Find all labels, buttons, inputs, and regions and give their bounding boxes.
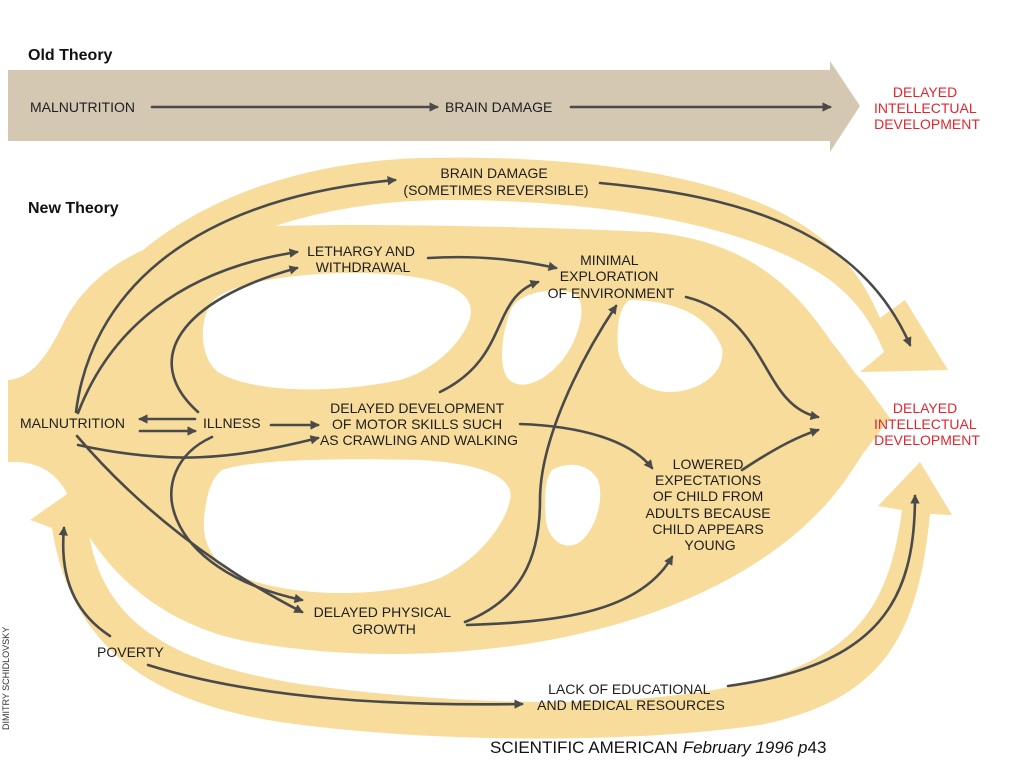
arrow-malnutrition-to-motor	[76, 435, 320, 459]
old-outcome-label: DELAYED INTELLECTUAL DEVELOPMENT	[874, 84, 980, 132]
arrow-expectations-to-outcome	[740, 427, 820, 472]
new-outcome-label: DELAYED INTELLECTUAL DEVELOPMENT	[874, 400, 980, 448]
central-band	[8, 225, 890, 654]
source-publication: SCIENTIFIC AMERICAN	[490, 738, 678, 757]
upper-bypass-band	[70, 157, 948, 372]
brain-damage-label: BRAIN DAMAGE (SOMETIMES REVERSIBLE)	[403, 165, 588, 198]
motor-skills-label: DELAYED DEVELOPMENT OF MOTOR SKILLS SUCH…	[320, 400, 518, 448]
arrow-motor-to-expectations	[518, 422, 654, 470]
arrow-poverty-to-malnutrition	[58, 526, 112, 638]
resources-label: LACK OF EDUCATIONAL AND MEDICAL RESOURCE…	[537, 681, 725, 713]
source-citation: SCIENTIFIC AMERICAN February 1996 p43	[490, 738, 826, 758]
new-theory-bands	[8, 157, 952, 739]
artist-credit: DIMITRY SCHIDLOVSKY	[1, 627, 11, 730]
arrow-malnutrition-to-growth	[75, 434, 304, 614]
arrow-exploration-to-outcome	[684, 295, 820, 421]
arrow-malnutrition-to-lethargy	[76, 248, 299, 415]
malnutrition-label: MALNUTRITION	[20, 415, 125, 431]
arrow-lethargy-to-exploration	[426, 255, 558, 271]
source-page: 43	[807, 738, 827, 757]
arrow-resources-to-outcome	[726, 494, 920, 688]
arrow-growth-to-expectations	[465, 555, 674, 627]
old-brain-damage-label: BRAIN DAMAGE	[445, 99, 552, 115]
source-page-prefix: p	[798, 738, 808, 757]
new-theory-heading: New Theory	[28, 200, 119, 217]
old-malnutrition-label: MALNUTRITION	[30, 99, 135, 115]
arrow-brain-damage-to-outcome	[598, 181, 912, 347]
source-issue: February 1996	[682, 738, 794, 757]
physical-growth-label: DELAYED PHYSICAL GROWTH	[314, 604, 455, 637]
arrow-motor-to-exploration	[438, 279, 540, 394]
arrow-illness-to-lethargy	[170, 265, 299, 414]
new-theory-arrows	[58, 176, 920, 709]
arrow-malnutrition-to-brain-damage	[74, 176, 397, 414]
poverty-label: POVERTY	[97, 644, 164, 660]
arrow-growth-to-exploration	[463, 304, 618, 624]
old-theory-heading: Old Theory	[28, 47, 113, 64]
exploration-label: MINIMAL EXPLORATION OF ENVIRONMENT	[548, 252, 675, 301]
arrow-illness-to-growth	[170, 435, 304, 604]
arrow-poverty-to-resources	[146, 663, 524, 709]
lethargy-label: LETHARGY AND WITHDRAWAL	[307, 243, 419, 275]
illness-label: ILLNESS	[203, 415, 261, 431]
expectations-label: LOWERED EXPECTATIONS OF CHILD FROM ADULT…	[646, 456, 775, 553]
